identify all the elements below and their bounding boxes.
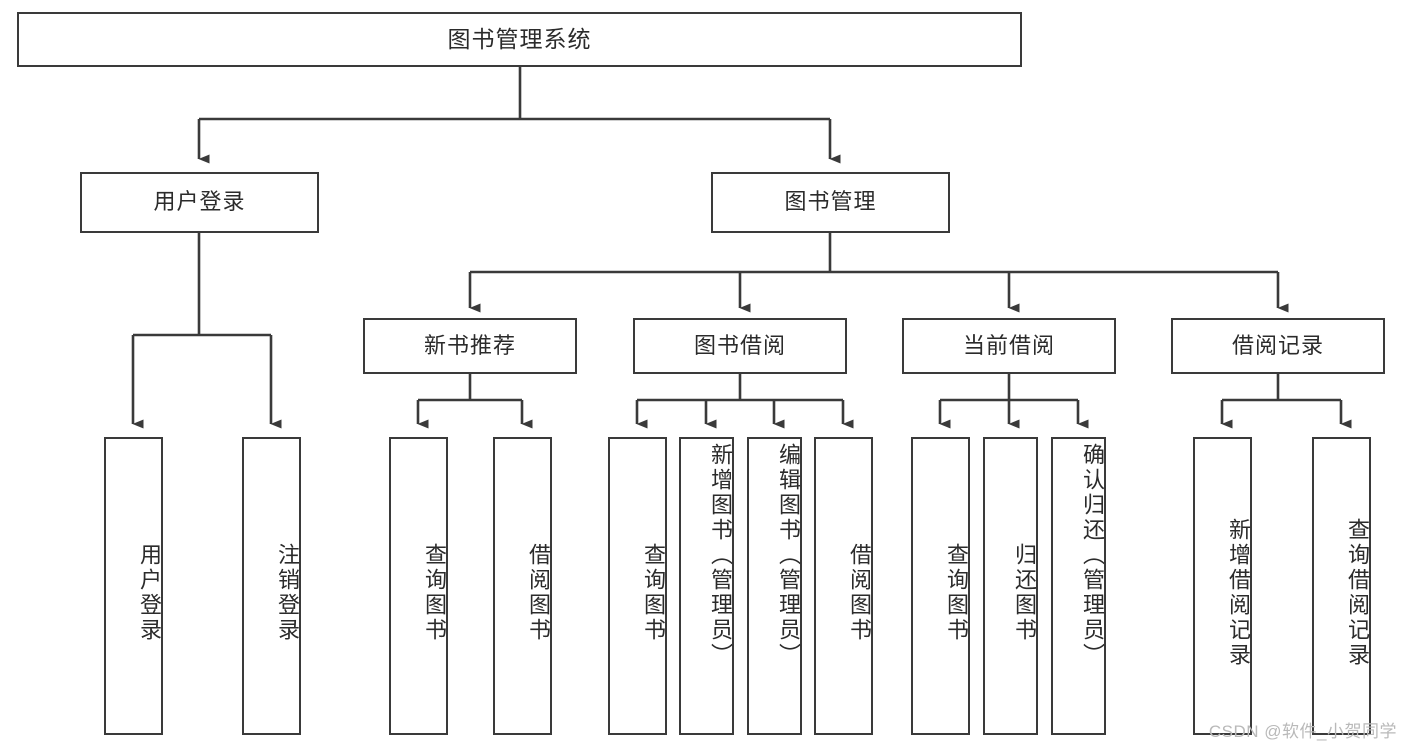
node-label: 用户登录 — [137, 543, 162, 643]
node-label: 图书管理系统 — [447, 25, 592, 52]
leaf-borrow-edit-book-admin[interactable]: 编辑图书（管理员） — [747, 437, 802, 735]
node-label: 查询图书 — [422, 543, 447, 643]
node-label: 查询图书 — [641, 543, 666, 643]
node-label: 注销登录 — [275, 543, 300, 643]
leaf-user-login-logout[interactable]: 注销登录 — [242, 437, 301, 735]
node-current-borrow[interactable]: 当前借阅 — [902, 318, 1116, 374]
node-new-book-recommend[interactable]: 新书推荐 — [363, 318, 577, 374]
node-label: 新增图书（管理员） — [708, 443, 733, 668]
node-root-system[interactable]: 图书管理系统 — [17, 12, 1022, 67]
csdn-watermark: CSDN @软件_小贺同学 — [1208, 722, 1397, 741]
node-label: 新增借阅记录 — [1226, 518, 1251, 668]
node-label: 当前借阅 — [962, 332, 1055, 358]
leaf-record-query-record[interactable]: 查询借阅记录 — [1312, 437, 1371, 735]
leaf-new-book-borrow[interactable]: 借阅图书 — [493, 437, 552, 735]
leaf-current-return-book[interactable]: 归还图书 — [983, 437, 1038, 735]
node-label: 编辑图书（管理员） — [776, 443, 801, 668]
leaf-current-confirm-return-admin[interactable]: 确认归还（管理员） — [1051, 437, 1106, 735]
node-label: 用户登录 — [153, 189, 246, 215]
node-book-borrow[interactable]: 图书借阅 — [633, 318, 847, 374]
leaf-borrow-query-book[interactable]: 查询图书 — [608, 437, 667, 735]
node-label: 借阅记录 — [1231, 332, 1324, 358]
node-label: 确认归还（管理员） — [1080, 443, 1105, 668]
node-borrow-record[interactable]: 借阅记录 — [1171, 318, 1385, 374]
node-label: 借阅图书 — [847, 543, 872, 643]
node-label: 归还图书 — [1012, 543, 1037, 643]
leaf-borrow-borrow-book[interactable]: 借阅图书 — [814, 437, 873, 735]
node-label: 借阅图书 — [526, 543, 551, 643]
leaf-user-login-login[interactable]: 用户登录 — [104, 437, 163, 735]
leaf-new-book-query[interactable]: 查询图书 — [389, 437, 448, 735]
node-label: 查询借阅记录 — [1345, 518, 1370, 668]
leaf-record-add-record[interactable]: 新增借阅记录 — [1193, 437, 1252, 735]
node-label: 图书借阅 — [693, 332, 786, 358]
node-label: 图书管理 — [784, 189, 877, 215]
node-label: 查询图书 — [944, 543, 969, 643]
node-book-management[interactable]: 图书管理 — [711, 172, 950, 233]
leaf-borrow-add-book-admin[interactable]: 新增图书（管理员） — [679, 437, 734, 735]
node-label: 新书推荐 — [423, 332, 516, 358]
node-user-login[interactable]: 用户登录 — [80, 172, 319, 233]
leaf-current-query-book[interactable]: 查询图书 — [911, 437, 970, 735]
